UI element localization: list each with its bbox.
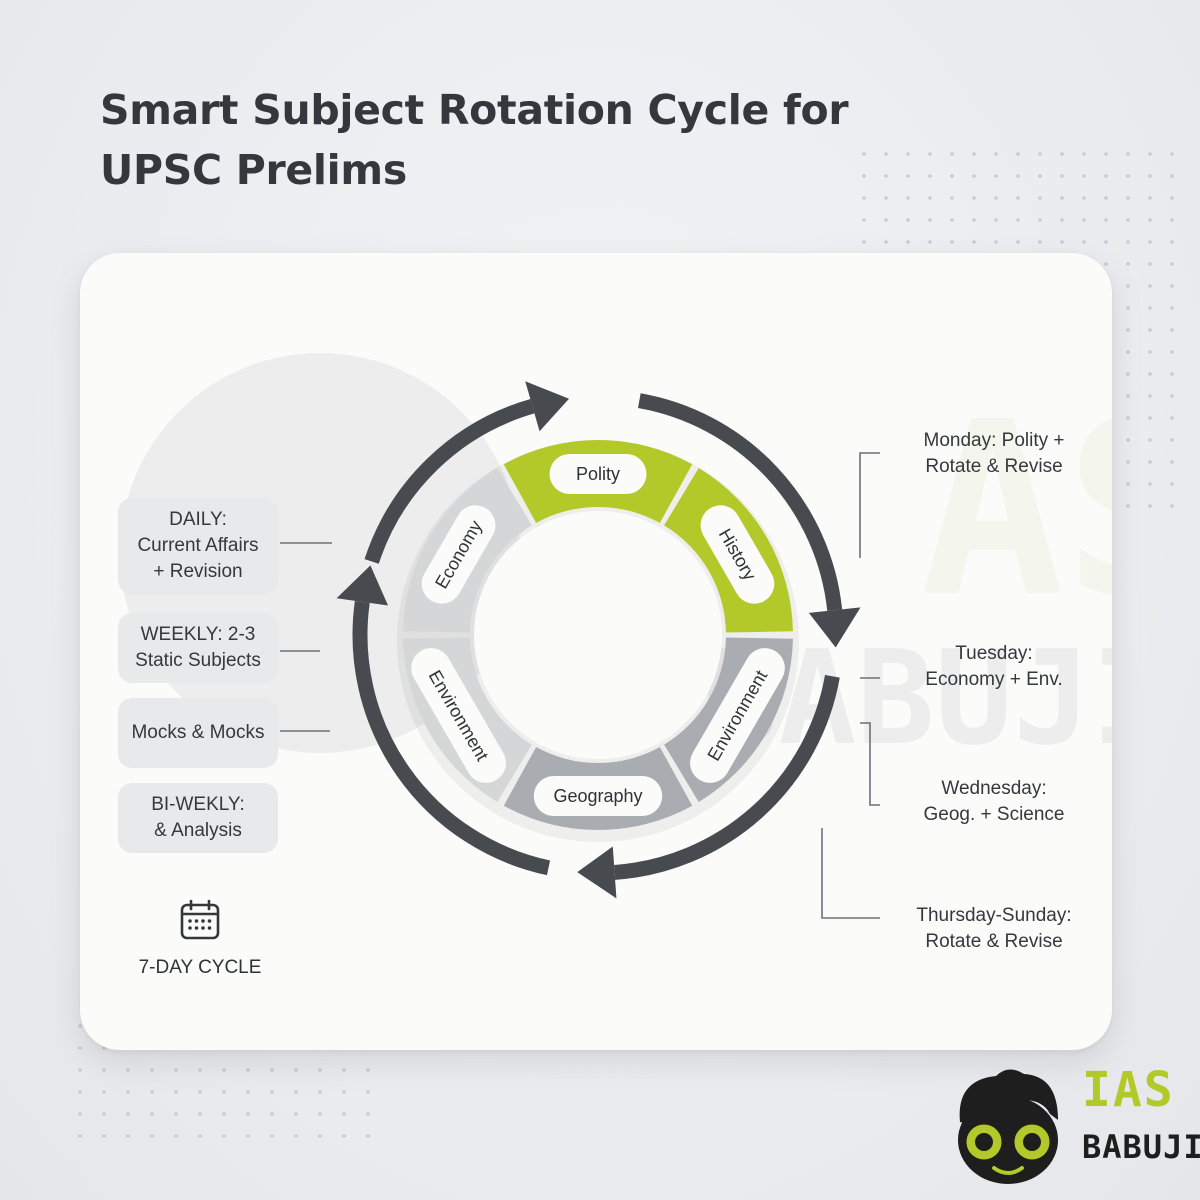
schedule-thursday-sunday-line-2: Rotate & Revise [925,931,1063,952]
daily-pill: DAILY: Current Affairs + Revision [118,498,278,594]
cycle-arrow-1 [638,393,843,611]
cycle-arrowhead-1 [808,607,861,648]
schedule-connector-3 [821,828,880,919]
ring-centre [474,511,722,759]
mocks-pill: Mocks & Mocks [118,698,278,768]
diagram-card: AS BABUJI PolityHistoryEnvironmentGeogra… [80,253,1112,1050]
logo-text-babuji: BABUJI [1082,1128,1200,1166]
mocks-line-1: Mocks & Mocks [131,722,265,743]
seven-day-cycle-label: 7-DAY CYCLE [138,957,262,978]
weekly-pill: WEEKLY: 2-3 Static Subjects [118,613,278,683]
schedule-tuesday-line-2: Economy + Env. [925,669,1063,690]
biweekly-line-2: & Analysis [154,820,242,841]
rotation-cycle-diagram: PolityHistoryEnvironmentGeographyEnviron… [280,381,880,919]
segment-label-pill-0: Polity [549,454,647,494]
cycle-arrowhead-2 [577,846,617,899]
schedule-connector-0 [859,452,880,558]
cycle-arrow-3 [352,600,551,876]
daily-line-1: DAILY: [169,509,227,530]
schedule-wednesday-line-1: Wednesday: [941,778,1047,799]
title-line-1: Smart Subject Rotation Cycle for [100,86,849,134]
svg-text:AS: AS [920,370,1112,650]
schedule-monday: Monday: Polity + Rotate & Revise [894,428,1094,480]
cycle-arrowhead-0 [525,381,569,432]
segment-label-pill-3: Geography [533,776,663,816]
weekly-line-1: WEEKLY: 2-3 [140,624,256,645]
weekly-line-2: Static Subjects [135,650,261,671]
page-title: Smart Subject Rotation Cycle for UPSC Pr… [100,80,1000,200]
biweekly-line-1: BI-WEKLY: [151,794,245,815]
schedule-monday-line-1: Monday: Polity + [923,430,1065,451]
seven-day-cycle: 7-DAY CYCLE [120,898,280,979]
schedule-wednesday-line-2: Geog. + Science [923,804,1065,825]
daily-line-2: Current Affairs [137,535,259,556]
segment-label-3: Geography [553,786,642,806]
daily-line-3: + Revision [153,561,243,582]
title-line-2: UPSC Prelims [100,146,407,194]
brand-logo: IAS BABUJI [946,1062,1200,1192]
logo-text-ias: IAS [1082,1062,1175,1118]
cycle-arrow-0 [364,399,535,564]
segment-label-0: Polity [576,464,620,484]
cycle-arrow-2 [614,675,840,880]
schedule-monday-line-2: Rotate & Revise [925,456,1063,477]
schedule-tuesday-line-1: Tuesday: [955,643,1033,664]
cycle-arrowhead-3 [336,565,389,606]
schedule-thursday-sunday-line-1: Thursday-Sunday: [916,905,1072,926]
schedule-connector-2 [860,722,880,806]
schedule-tuesday: Tuesday: Economy + Env. [894,641,1094,693]
mascot-face-icon [958,1069,1058,1184]
calendar-icon [180,899,220,940]
schedule-wednesday: Wednesday: Geog. + Science [894,776,1094,828]
biweekly-pill: BI-WEKLY: & Analysis [118,783,278,853]
schedule-thursday-sunday: Thursday-Sunday: Rotate & Revise [894,903,1094,955]
